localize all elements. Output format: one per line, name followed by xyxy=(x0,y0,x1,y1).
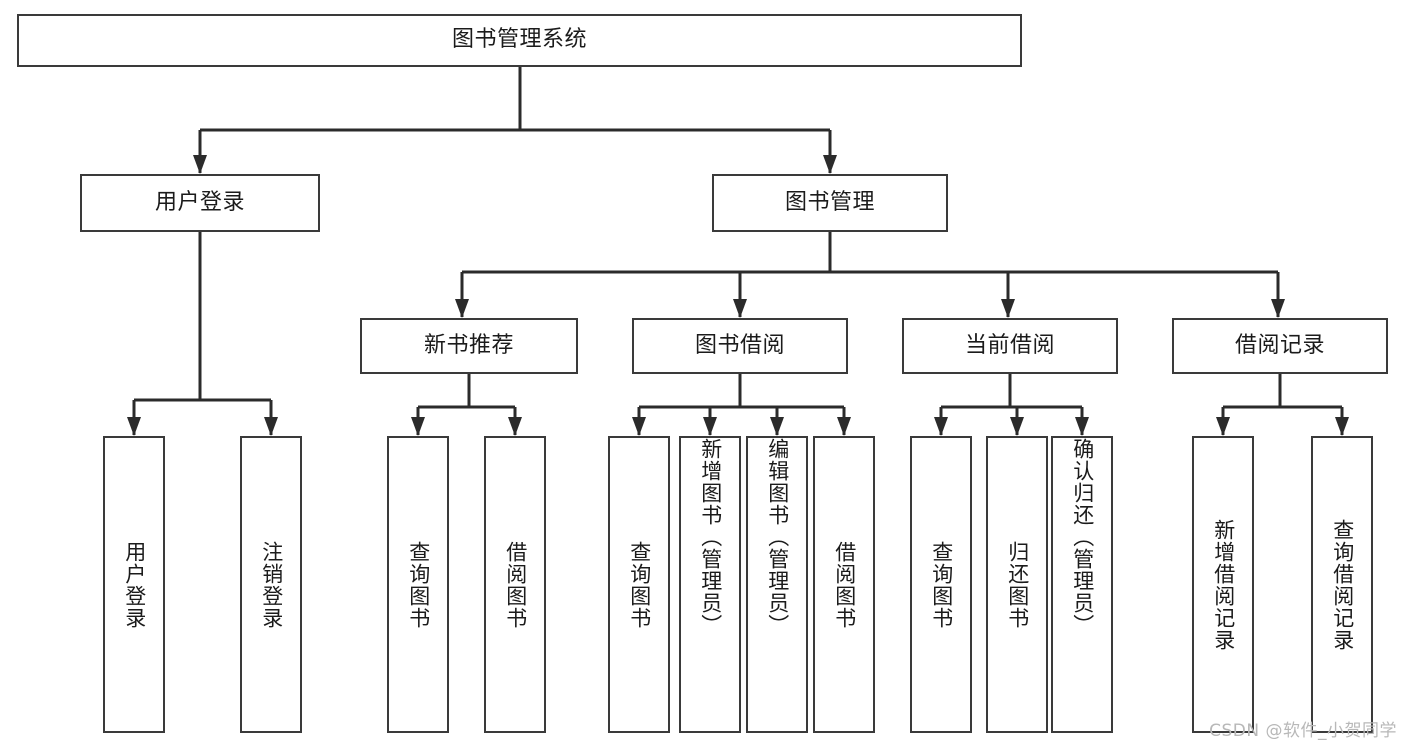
connector-user-login-arrowhead-0 xyxy=(127,417,141,436)
node-label: 借阅图书 xyxy=(832,540,857,629)
node-label: 借阅记录 xyxy=(1234,332,1325,358)
connector-root-arrowhead-0 xyxy=(193,155,207,174)
node-label: 新增图书（管理员） xyxy=(698,438,723,636)
node-leaf-query-record[interactable]: 查询借阅记录 xyxy=(1311,436,1373,733)
connector-book-borrow-arrowhead-1 xyxy=(703,417,717,436)
node-label: 查询图书 xyxy=(627,540,652,629)
node-label: 图书管理系统 xyxy=(451,27,587,53)
node-leaf-edit-book[interactable]: 编辑图书（管理员） xyxy=(746,436,808,733)
node-label: 注销登录 xyxy=(259,540,284,629)
node-label: 图书管理 xyxy=(784,189,875,215)
node-label: 归还图书 xyxy=(1005,540,1030,629)
connector-borrow-record-arrowhead-1 xyxy=(1335,417,1349,436)
connector-book-manage-arrowhead-0 xyxy=(455,299,469,318)
connector-current-borrow-arrowhead-2 xyxy=(1075,417,1089,436)
connector-book-borrow-arrowhead-2 xyxy=(770,417,784,436)
connector-current-borrow-arrowhead-0 xyxy=(934,417,948,436)
connector-user-login-arrowhead-1 xyxy=(264,417,278,436)
node-leaf-return-book[interactable]: 归还图书 xyxy=(986,436,1048,733)
connector-new-book-rec-arrowhead-0 xyxy=(411,417,425,436)
node-user-login[interactable]: 用户登录 xyxy=(80,174,320,232)
node-label: 新书推荐 xyxy=(423,332,514,358)
node-leaf-add-record[interactable]: 新增借阅记录 xyxy=(1192,436,1254,733)
connector-root-arrowhead-1 xyxy=(823,155,837,174)
connector-new-book-rec-arrowhead-1 xyxy=(508,417,522,436)
node-leaf-query-book-borrow[interactable]: 查询图书 xyxy=(608,436,670,733)
node-label: 图书借阅 xyxy=(694,332,785,358)
connector-book-manage-arrowhead-2 xyxy=(1001,299,1015,318)
node-label: 确认归还（管理员） xyxy=(1070,438,1095,636)
node-new-book-rec[interactable]: 新书推荐 xyxy=(360,318,578,374)
node-current-borrow[interactable]: 当前借阅 xyxy=(902,318,1118,374)
node-root[interactable]: 图书管理系统 xyxy=(17,14,1022,67)
connector-current-borrow-arrowhead-1 xyxy=(1010,417,1024,436)
node-book-borrow[interactable]: 图书借阅 xyxy=(632,318,848,374)
node-label: 用户登录 xyxy=(122,540,147,629)
connector-book-borrow-arrowhead-3 xyxy=(837,417,851,436)
node-leaf-borrow-book[interactable]: 借阅图书 xyxy=(813,436,875,733)
connector-book-manage-arrowhead-1 xyxy=(733,299,747,318)
node-leaf-user-logout[interactable]: 注销登录 xyxy=(240,436,302,733)
connector-book-borrow-arrowhead-0 xyxy=(632,417,646,436)
node-book-manage[interactable]: 图书管理 xyxy=(712,174,948,232)
node-leaf-query-book-rec[interactable]: 查询图书 xyxy=(387,436,449,733)
node-label: 查询借阅记录 xyxy=(1330,518,1355,651)
node-leaf-borrow-book-rec[interactable]: 借阅图书 xyxy=(484,436,546,733)
node-leaf-add-book[interactable]: 新增图书（管理员） xyxy=(679,436,741,733)
node-label: 当前借阅 xyxy=(964,332,1055,358)
node-label: 查询图书 xyxy=(929,540,954,629)
node-label: 用户登录 xyxy=(154,189,245,215)
node-borrow-record[interactable]: 借阅记录 xyxy=(1172,318,1388,374)
node-label: 新增借阅记录 xyxy=(1211,518,1236,651)
node-leaf-confirm-return[interactable]: 确认归还（管理员） xyxy=(1051,436,1113,733)
node-label: 编辑图书（管理员） xyxy=(765,438,790,636)
node-leaf-user-login[interactable]: 用户登录 xyxy=(103,436,165,733)
connector-group xyxy=(127,67,1349,436)
connector-borrow-record-arrowhead-0 xyxy=(1216,417,1230,436)
node-label: 查询图书 xyxy=(406,540,431,629)
node-leaf-query-book-current[interactable]: 查询图书 xyxy=(910,436,972,733)
connector-book-manage-arrowhead-3 xyxy=(1271,299,1285,318)
node-label: 借阅图书 xyxy=(503,540,528,629)
